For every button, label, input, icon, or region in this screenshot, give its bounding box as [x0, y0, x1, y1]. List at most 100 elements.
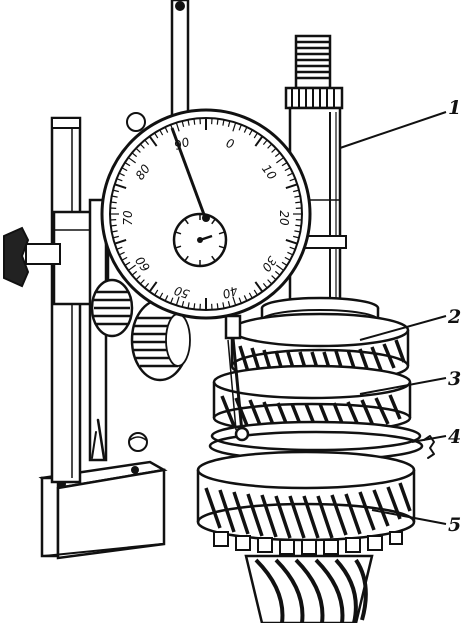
dial-tick [232, 296, 237, 306]
dial-tick [164, 126, 169, 133]
dial-tick [118, 172, 125, 177]
dial-tick [112, 189, 119, 193]
dial-tick [127, 157, 136, 164]
dial-tick [284, 256, 291, 261]
dial-tick [232, 122, 237, 132]
dial-tick [114, 183, 127, 189]
dial-tick [193, 303, 196, 310]
dial-tick [267, 143, 273, 149]
dial-lug [126, 112, 146, 132]
dial-tick [227, 120, 231, 127]
dial-tick [175, 296, 180, 306]
dial-tick [135, 147, 141, 153]
callout-label-3: 3 [448, 368, 461, 390]
dial-tick [216, 118, 219, 125]
counter-tick [175, 231, 182, 235]
dial-tick [144, 139, 150, 146]
dial-tick [181, 301, 185, 308]
dial-tick [274, 270, 281, 276]
callout-2: 2 [359, 306, 461, 341]
dial-tick [248, 292, 253, 299]
callout-3: 3 [359, 368, 461, 395]
counter-tick [218, 245, 225, 249]
dial-tick [227, 301, 231, 308]
dial-tick [114, 239, 127, 245]
dial-tick [124, 261, 131, 266]
dial-tick [135, 275, 141, 281]
dial-scale-number: 20 [277, 210, 291, 226]
dial-tick [144, 282, 150, 289]
callout-label-5: 5 [448, 514, 461, 536]
helical-pinion [244, 554, 374, 623]
dial-tick [148, 135, 158, 147]
dial-tick [285, 239, 298, 245]
dial-tick [170, 297, 174, 304]
dial-tick [294, 230, 301, 233]
dial-tick [139, 279, 145, 285]
dial-tick [164, 295, 169, 302]
dial-tick [187, 119, 190, 126]
dial-scale-number: 50 [172, 283, 191, 301]
dial-tick-marks [110, 118, 302, 310]
dial-tick [289, 246, 296, 250]
dial-tick [111, 195, 118, 198]
needle-hub [202, 214, 210, 222]
dial-tick [121, 167, 128, 172]
dial-tick [127, 264, 136, 271]
counter-tick [175, 245, 182, 249]
dial-tick [262, 282, 268, 289]
dial-scale-number: 0 [224, 136, 236, 152]
dial-tick [148, 281, 158, 293]
indicator-stand [3, 116, 191, 560]
dial-tick [131, 152, 138, 158]
dial-tick [253, 289, 258, 296]
shaft-spline-collar [284, 86, 344, 110]
dial-tick [193, 118, 196, 125]
revolution-counter-dial [172, 212, 228, 268]
callout-label-2: 2 [447, 306, 461, 328]
dial-tick [222, 119, 225, 126]
synchro-ring-4 [208, 420, 435, 462]
dial-tick [110, 201, 117, 204]
callout-label-1: 1 [448, 97, 461, 119]
dial-tick [175, 122, 180, 132]
dial-tick [112, 235, 119, 239]
dial-tick [139, 143, 145, 149]
dial-tick [295, 201, 302, 204]
dial-tick [154, 289, 159, 296]
dial-tick [124, 162, 131, 167]
counter-tick [218, 231, 225, 235]
counter-tick [184, 255, 189, 262]
counter-tick [184, 218, 189, 225]
callout-1: 1 [339, 97, 461, 149]
counter-tick [211, 218, 216, 225]
dial-tick [243, 126, 248, 133]
dial-tick [285, 183, 298, 189]
indicator-plunger [224, 314, 250, 442]
dial-tick [254, 281, 264, 293]
dial-tick [187, 302, 190, 309]
dial-tick [159, 292, 164, 299]
dial-tick [281, 162, 288, 167]
dial-tick [284, 167, 291, 172]
clamp-knob [3, 226, 30, 288]
dial-scale-number: 40 [220, 283, 239, 301]
dial-tick [287, 251, 294, 256]
adjust-knob-lower [130, 298, 191, 382]
dial-tick [253, 132, 258, 139]
dial-tick [159, 129, 164, 136]
dial-tick [111, 230, 118, 233]
dial-tick [110, 224, 117, 227]
counter-tick [211, 255, 216, 262]
dial-tick [287, 172, 294, 177]
dial-tick [248, 129, 253, 136]
dial-tick [274, 152, 281, 158]
dial-tick [254, 135, 264, 147]
dial-tick [262, 139, 268, 146]
dial-tick [243, 295, 248, 302]
dial-tick [154, 132, 159, 139]
dial-tick [295, 224, 302, 227]
dial-scale-number: 70 [121, 210, 135, 226]
